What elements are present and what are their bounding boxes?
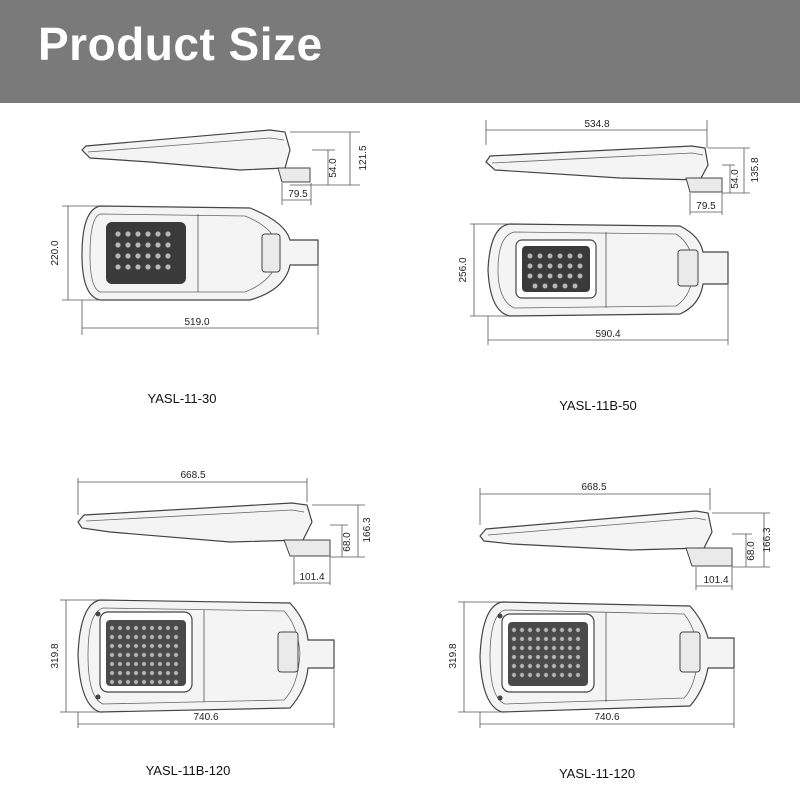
dim-arm-height: 68.0 bbox=[342, 532, 353, 552]
dim-width: 256.0 bbox=[458, 257, 469, 282]
model-label: YASL-11B-50 bbox=[559, 398, 637, 413]
side-view bbox=[81, 129, 360, 205]
dim-length: 740.6 bbox=[594, 712, 619, 723]
dim-height: 166.3 bbox=[762, 527, 773, 552]
drawing-yasl-11-30: 121.5 54.0 79.5 220.0 519.0 bbox=[50, 129, 369, 406]
dim-height: 135.8 bbox=[750, 157, 761, 182]
top-view bbox=[458, 601, 735, 728]
dim-arm-length: 101.4 bbox=[703, 575, 728, 586]
dim-width: 319.8 bbox=[448, 643, 459, 668]
header-banner: Product Size bbox=[0, 0, 800, 103]
dim-height: 121.5 bbox=[358, 145, 369, 170]
model-label: YASL-11-30 bbox=[148, 391, 217, 406]
dim-top-length: 668.5 bbox=[180, 470, 205, 481]
side-view bbox=[479, 488, 770, 590]
dim-length: 519.0 bbox=[184, 317, 209, 328]
side-view bbox=[485, 120, 750, 215]
drawing-yasl-11-120: 668.5 166.3 68.0 101.4 bbox=[448, 482, 773, 781]
top-view bbox=[470, 223, 729, 345]
dim-arm-length: 79.5 bbox=[696, 201, 716, 212]
led-array bbox=[109, 625, 179, 685]
dim-arm-length: 79.5 bbox=[288, 189, 308, 200]
dim-width: 220.0 bbox=[50, 240, 61, 265]
dim-width: 319.8 bbox=[50, 643, 61, 668]
page-title: Product Size bbox=[38, 18, 323, 70]
model-label: YASL-11-120 bbox=[559, 766, 635, 781]
dim-top-length: 668.5 bbox=[581, 482, 606, 493]
model-label: YASL-11B-120 bbox=[146, 763, 231, 778]
dim-arm-height: 68.0 bbox=[746, 541, 757, 561]
dim-arm-height: 54.0 bbox=[328, 158, 339, 178]
side-view bbox=[77, 478, 365, 585]
drawing-yasl-11b-120: 668.5 166.3 68.0 101.4 bbox=[50, 470, 373, 778]
top-view bbox=[60, 599, 335, 728]
dim-top-length: 534.8 bbox=[584, 119, 609, 130]
dim-arm-height: 54.0 bbox=[730, 169, 741, 189]
dim-height: 166.3 bbox=[362, 517, 373, 542]
top-view bbox=[62, 205, 319, 335]
dim-length: 740.6 bbox=[193, 712, 218, 723]
dim-length: 590.4 bbox=[595, 329, 620, 340]
led-array bbox=[527, 253, 583, 289]
led-array bbox=[115, 231, 171, 270]
dim-arm-length: 101.4 bbox=[299, 572, 324, 583]
led-array bbox=[511, 627, 581, 678]
drawing-yasl-11b-50: 534.8 135.8 54.0 79.5 256.0 590.4 bbox=[458, 119, 761, 413]
